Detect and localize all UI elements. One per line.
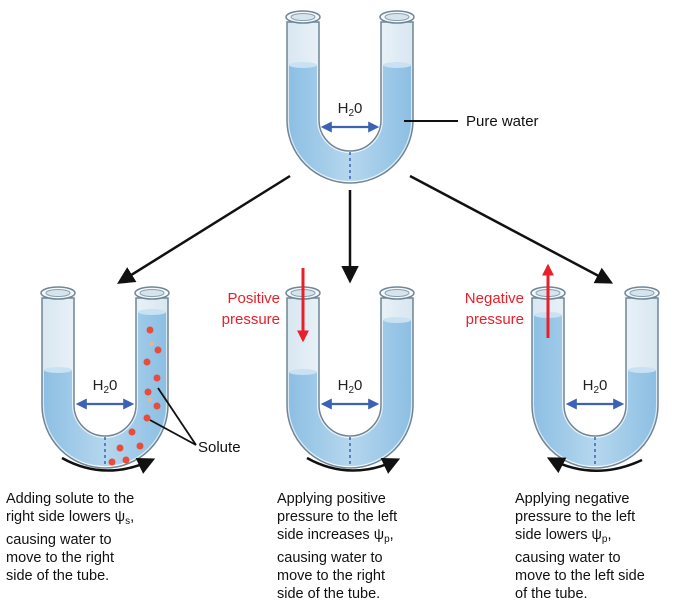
solute-particle	[148, 398, 152, 402]
solute-particle	[150, 342, 154, 346]
negative-tube-water	[534, 315, 656, 466]
caption-line: causing water to	[277, 550, 383, 566]
solute-pointer	[157, 387, 197, 446]
negative-tube-water-label: H20	[583, 377, 608, 396]
solute-tube-water	[44, 312, 166, 466]
caption-line: right side lowers ψs,	[6, 509, 135, 527]
solute-particle	[128, 428, 136, 436]
branch-arrow-right	[409, 174, 614, 284]
caption-line: move to the right	[277, 568, 385, 584]
caption-line: side increases ψp,	[277, 527, 394, 545]
caption-line: move to the right	[6, 550, 114, 566]
caption-line: side lowers ψp,	[515, 527, 612, 545]
caption-line: of the tube.	[515, 586, 588, 602]
solute-pointer	[149, 419, 197, 446]
solute-particle	[146, 326, 154, 334]
caption-line: causing water to	[6, 532, 112, 548]
negative-pressure-caption: Applying negative pressure to the left s…	[515, 490, 645, 603]
caption-line: pressure to the left	[515, 509, 636, 525]
caption-line: side of the tube.	[277, 586, 381, 602]
solute-particle	[136, 442, 144, 450]
solute-particle	[122, 456, 130, 464]
caption-line: side of the tube.	[6, 568, 110, 584]
solute-tube-water-label: H20	[93, 377, 118, 396]
negative-pressure-u-tube: H20 Negative pressure	[465, 263, 660, 474]
solute-particle	[116, 444, 124, 452]
pure-water-label: Pure water	[466, 113, 539, 130]
negative-pressure-label-line2: pressure	[466, 311, 524, 328]
caption-line: Applying negative	[515, 491, 630, 507]
solute-caption: Adding solute to the right side lowers ψ…	[6, 490, 134, 585]
solute-particle	[143, 358, 151, 366]
caption-line: Adding solute to the	[6, 491, 135, 507]
caption-line: causing water to	[515, 550, 621, 566]
solute-particle	[108, 458, 116, 466]
positive-pressure-label-line2: pressure	[222, 311, 280, 328]
caption-line: move to the left side	[515, 568, 645, 584]
positive-pressure-caption: Applying positive pressure to the left s…	[277, 490, 397, 603]
solute-u-tube: H20 Solute	[40, 286, 241, 474]
solute-tube-rotation-arrow	[61, 456, 156, 474]
caption-line: pressure to the left	[277, 509, 398, 525]
positive-pressure-u-tube: H20 Positive pressure	[222, 268, 415, 474]
top-u-tube: H20 Pure water	[285, 10, 539, 184]
solute-label: Solute	[198, 439, 241, 456]
positive-pressure-label: Positive	[227, 290, 280, 307]
solute-particle	[153, 402, 161, 410]
positive-tube-water	[289, 320, 411, 466]
top-tube-water	[289, 65, 411, 181]
branch-arrow-left	[117, 174, 291, 284]
top-tube-water-label: H20	[338, 100, 363, 119]
negative-tube-rotation-arrow	[546, 457, 643, 474]
solute-particle	[144, 388, 152, 396]
solute-particle	[153, 374, 161, 382]
solute-particles	[108, 326, 162, 466]
caption-line: Applying positive	[277, 491, 386, 507]
solute-particle	[143, 414, 151, 422]
positive-tube-water-label: H20	[338, 377, 363, 396]
solute-particle	[154, 346, 162, 354]
positive-tube-rotation-arrow	[306, 456, 401, 474]
negative-pressure-label: Negative	[465, 290, 524, 307]
